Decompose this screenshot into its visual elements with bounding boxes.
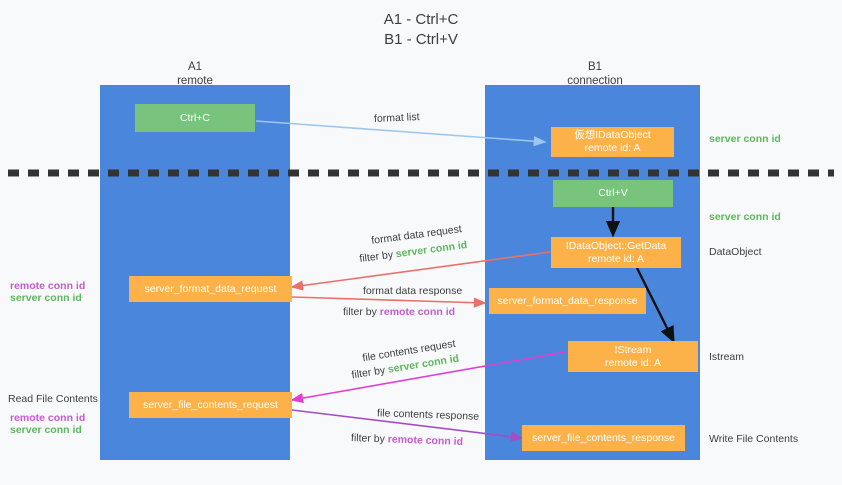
box-server-format-data-request[interactable]: server_format_data_request [129, 276, 292, 302]
edge-label-file-contents-response: file contents response [376, 407, 480, 423]
box-idataobject-getdata-line1: IDataObject::GetData [565, 239, 667, 252]
label-right-server-conn-id-1: server conn id [709, 133, 781, 145]
box-ctrl-v[interactable]: Ctrl+V [553, 180, 673, 207]
label-left-server-conn-id-1: server conn id [10, 292, 82, 304]
edge-label-file-contents-response-filter: filter by remote conn id [351, 431, 463, 449]
label-left-remote-conn-id-2: remote conn id [10, 412, 86, 424]
box-server-file-contents-request[interactable]: server_file_contents_request [129, 392, 292, 418]
box-ctrl-c-label: Ctrl+C [179, 111, 211, 124]
filter-prefix: filter by [350, 432, 388, 446]
box-server-file-contents-response[interactable]: server_file_contents_response [522, 425, 685, 451]
label-left-remote-conn-id-1: remote conn id [10, 280, 86, 292]
filter-prefix: filter by [358, 248, 397, 266]
label-right-server-conn-id-2: server conn id [709, 211, 781, 223]
title-line-2: B1 - Ctrl+V [384, 31, 458, 48]
column-header-a1: A1 remote [115, 60, 275, 88]
title-line-1: A1 - Ctrl+C [383, 11, 459, 28]
column-a1-sub: remote [177, 75, 213, 87]
edge-label-format-data-response-filter: filter by remote conn id [343, 305, 455, 319]
box-server-format-data-request-label: server_format_data_request [144, 282, 277, 295]
column-b1-name: B1 [587, 61, 603, 73]
label-right-istream: Istream [709, 351, 745, 363]
box-virtual-idataobject-line1: 仮想IDataObject [574, 129, 651, 141]
box-server-file-contents-request-label: server_file_contents_request [143, 398, 278, 411]
label-left-server-conn-id-2: server conn id [10, 424, 82, 436]
column-a1-name: A1 [187, 61, 203, 73]
box-server-format-data-response-label: server_format_data_response [497, 294, 638, 307]
box-idataobject-getdata-line2: remote id: A [587, 252, 645, 265]
box-istream-line2: remote id: A [604, 356, 662, 369]
box-ctrl-v-label: Ctrl+V [598, 187, 628, 199]
box-istream-line1: IStream [614, 343, 652, 356]
column-b1-sub: connection [567, 75, 623, 87]
column-header-b1: B1 connection [515, 60, 675, 88]
label-right-write-file-contents: Write File Contents [709, 433, 799, 445]
filter-value-remote-conn-id: remote conn id [379, 306, 456, 318]
filter-prefix: filter by [343, 306, 380, 318]
page-title: A1 - Ctrl+C B1 - Ctrl+V [0, 10, 842, 50]
edge-label-format-list: format list [373, 111, 420, 125]
filter-prefix: filter by [350, 363, 389, 382]
label-right-dataobject: DataObject [709, 246, 762, 258]
box-ctrl-c[interactable]: Ctrl+C [135, 104, 255, 132]
filter-value-remote-conn-id: remote conn id [387, 433, 464, 448]
edge-label-format-data-response: format data response [363, 285, 463, 297]
box-virtual-idataobject[interactable]: 仮想IDataObject remote id: A [551, 127, 674, 157]
box-server-file-contents-response-label: server_file_contents_response [531, 431, 675, 444]
box-virtual-idataobject-line2: remote id: A [584, 142, 641, 154]
box-idataobject-getdata[interactable]: IDataObject::GetData remote id: A [551, 237, 681, 268]
label-left-read-file-contents: Read File Contents [8, 393, 98, 405]
box-server-format-data-response[interactable]: server_format_data_response [489, 288, 646, 314]
box-istream[interactable]: IStream remote id: A [568, 341, 698, 372]
